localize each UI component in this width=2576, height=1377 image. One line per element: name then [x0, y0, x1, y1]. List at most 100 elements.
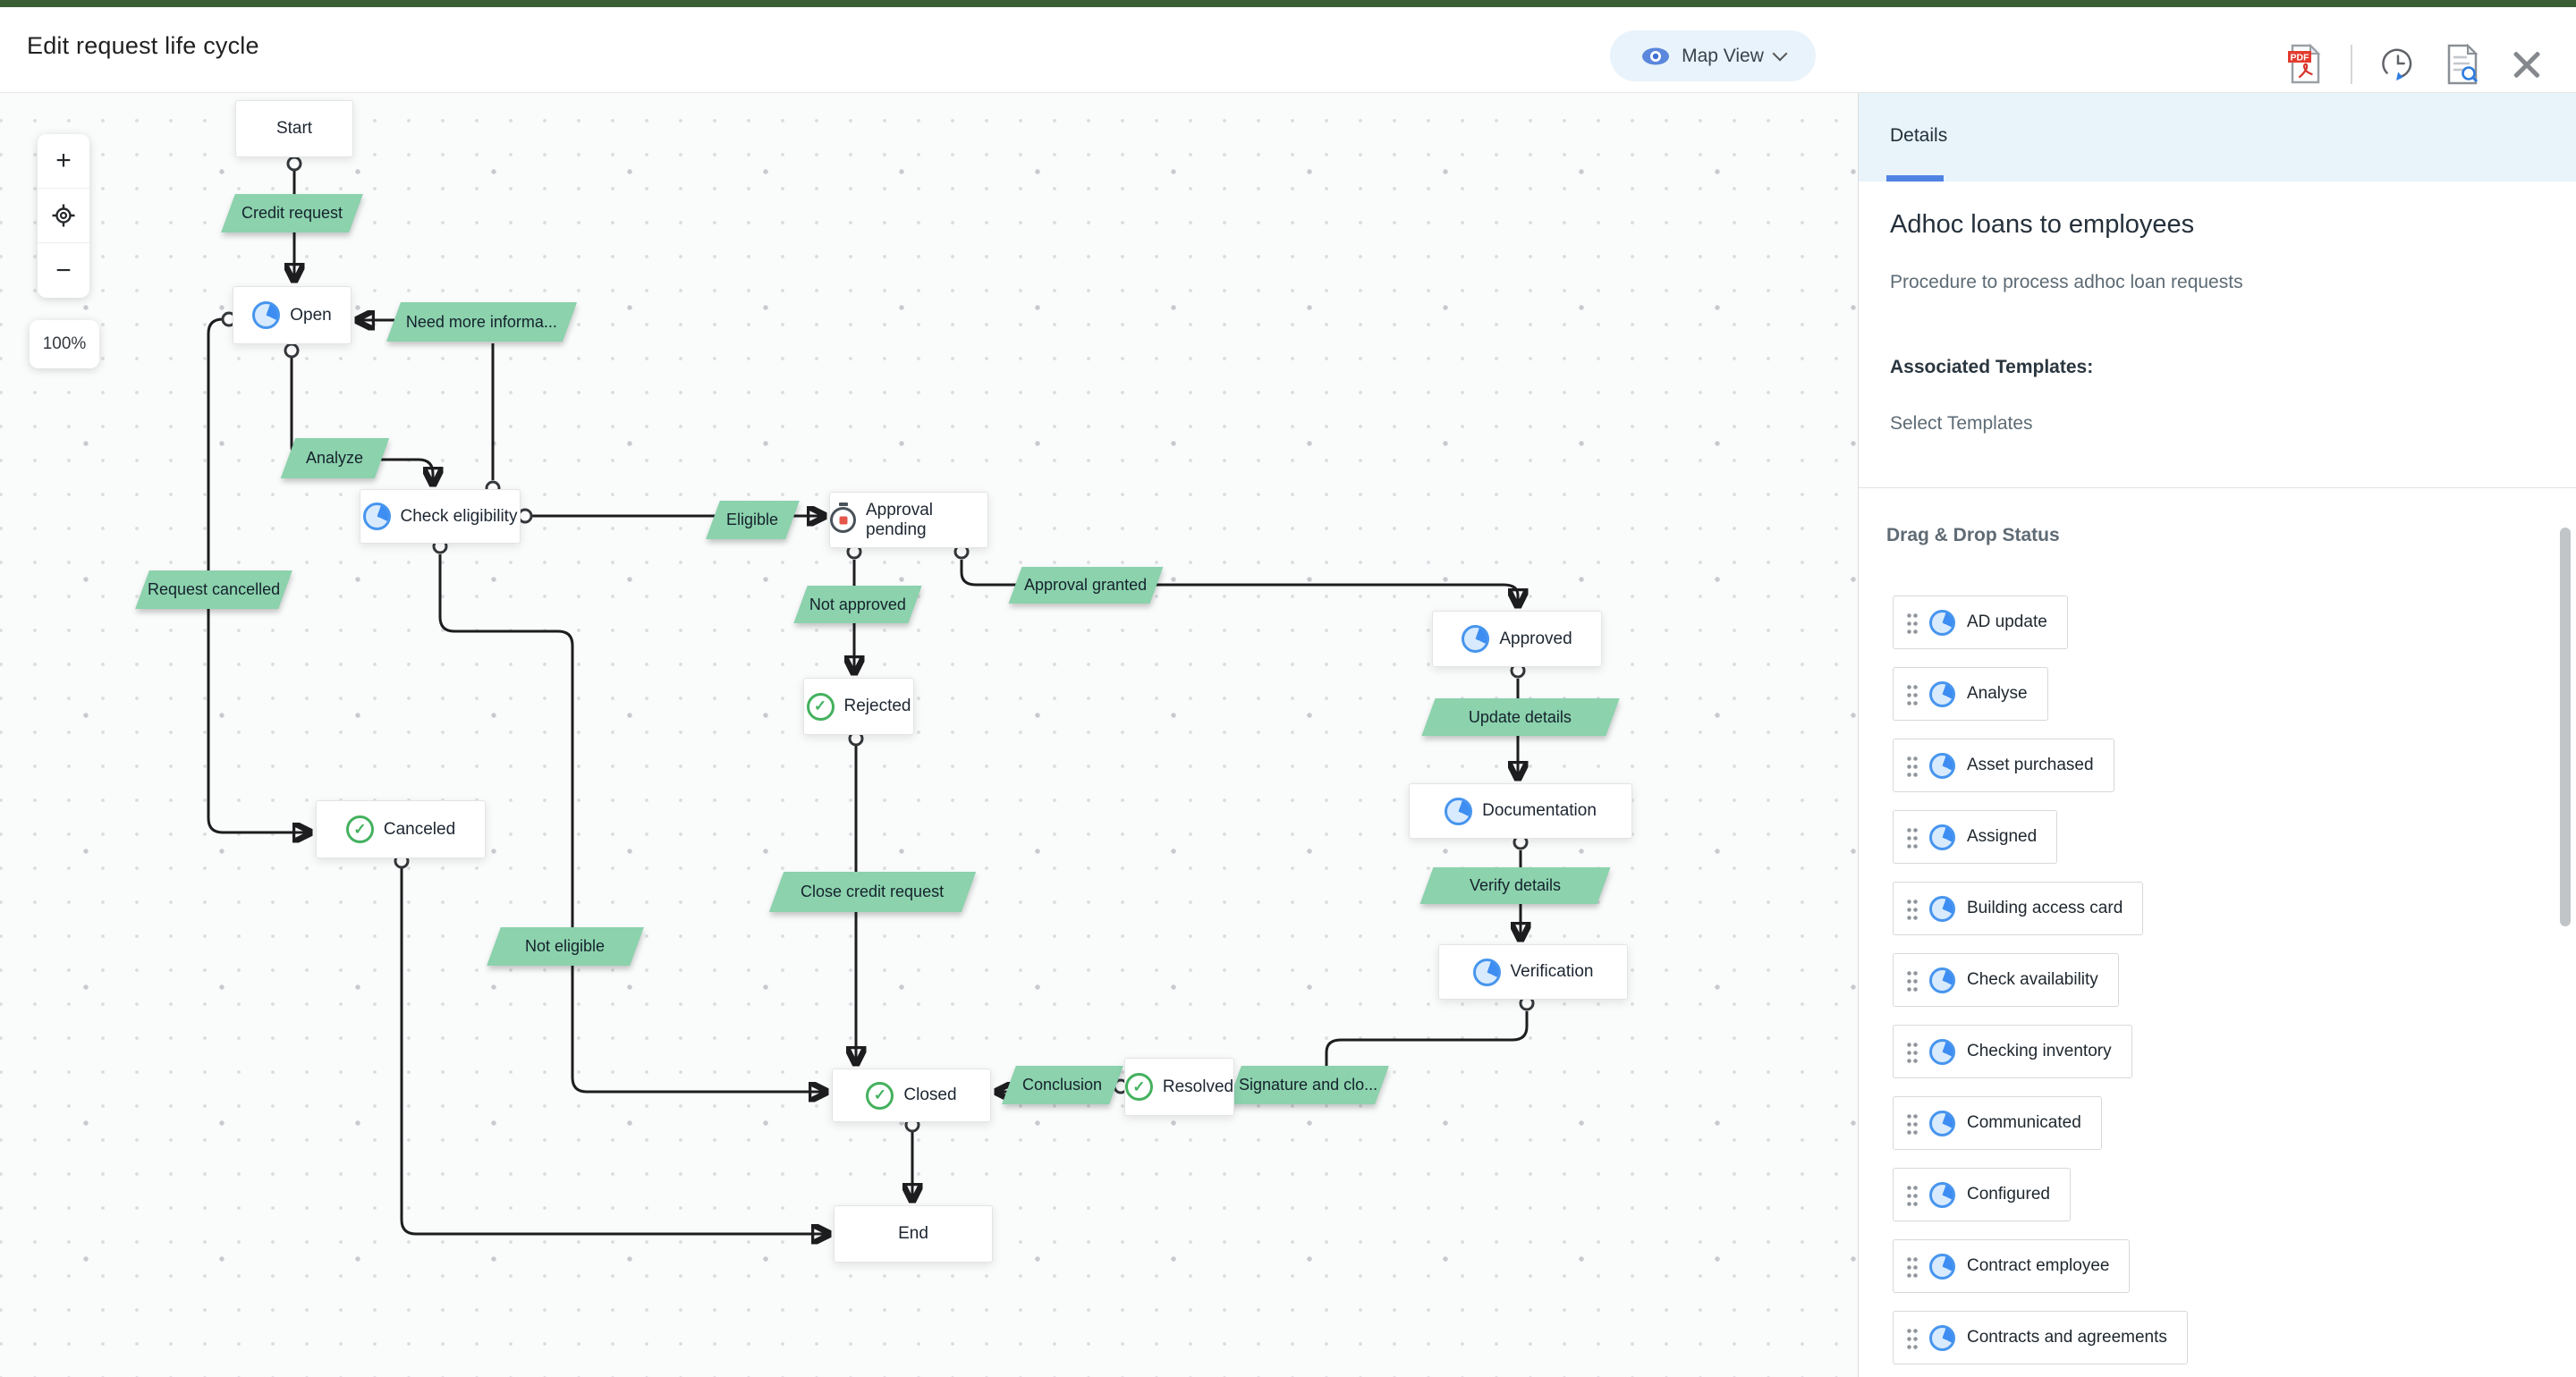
status-chip[interactable]: Building access card [1893, 882, 2144, 935]
transition-label[interactable]: Conclusion [1002, 1066, 1123, 1104]
status-chip[interactable]: Checking inventory [1893, 1025, 2132, 1078]
status-chip-label: Communicated [1967, 1113, 2081, 1132]
status-chip[interactable]: Contracts and agreements [1893, 1311, 2188, 1364]
drag-handle-icon[interactable] [1906, 1040, 1918, 1063]
transition-label[interactable]: Request cancelled [135, 570, 292, 609]
status-node-verification[interactable]: Verification [1438, 944, 1628, 1000]
drag-handle-icon[interactable] [1906, 1326, 1918, 1349]
status-chip[interactable]: Analyse [1893, 667, 2048, 721]
status-node-check-eligibility[interactable]: Check eligibility [360, 489, 521, 544]
in-progress-icon [362, 503, 391, 530]
node-label: Approved [1499, 629, 1572, 648]
transition-label[interactable]: Signature and clo... [1227, 1066, 1389, 1104]
transition-text: Verify details [1469, 876, 1562, 894]
status-node-resolved[interactable]: ✓Resolved [1124, 1058, 1234, 1116]
status-chip-label: AD update [1967, 612, 2047, 631]
transition-text: Conclusion [1022, 1076, 1103, 1094]
status-chip-label: Analyse [1967, 684, 2028, 703]
transition-label[interactable]: Close credit request [768, 872, 977, 912]
connector-port[interactable] [284, 342, 300, 359]
transition-label[interactable]: Not eligible [487, 927, 644, 966]
history-icon[interactable] [2379, 44, 2417, 85]
status-node-open[interactable]: Open [233, 286, 352, 344]
drag-handle-icon[interactable] [1906, 897, 1918, 920]
active-tab-indicator [1886, 175, 1944, 182]
in-progress-icon [1929, 680, 1955, 707]
status-chip[interactable]: Contract employee [1893, 1239, 2131, 1293]
transition-label[interactable]: Verify details [1419, 867, 1611, 904]
status-node-end[interactable]: End [834, 1205, 993, 1263]
transition-label[interactable]: Credit request [221, 194, 363, 232]
transition-text: Analyze [306, 449, 364, 467]
transition-label[interactable]: Eligible [706, 501, 800, 539]
transition-text: Need more informa... [405, 312, 558, 331]
completed-check-icon: ✓ [345, 815, 374, 843]
status-chip[interactable]: AD update [1893, 596, 2068, 649]
status-chip[interactable]: Check availability [1893, 953, 2119, 1007]
drag-handle-icon[interactable] [1906, 1111, 1918, 1135]
close-icon[interactable] [2508, 44, 2546, 85]
zoom-in-button[interactable]: + [38, 134, 89, 189]
view-switcher-button[interactable]: Map View [1610, 30, 1816, 81]
connector-port[interactable] [286, 156, 302, 172]
transition-label[interactable]: Need more informa... [386, 302, 578, 342]
drag-handle-icon[interactable] [1906, 825, 1918, 849]
in-progress-icon [1929, 1181, 1955, 1208]
transition-label[interactable]: Analyze [280, 438, 390, 478]
status-node-canceled[interactable]: ✓ Canceled [316, 800, 486, 858]
view-switcher-label: Map View [1682, 45, 1764, 66]
drag-handle-icon[interactable] [1906, 1183, 1918, 1206]
details-panel: Details Adhoc loans to employees Procedu… [1858, 93, 2576, 1377]
transition-text: Close credit request [801, 883, 945, 900]
target-icon [52, 204, 75, 227]
panel-divider [1859, 487, 2576, 488]
status-node-approved[interactable]: Approved [1432, 611, 1602, 667]
status-chip[interactable]: Communicated [1893, 1096, 2102, 1150]
fit-to-screen-button[interactable] [38, 189, 89, 243]
status-node-documentation[interactable]: Documentation [1409, 783, 1632, 839]
node-label: Approval pending [866, 500, 933, 539]
node-label: Canceled [383, 819, 456, 839]
status-node-approval-pending[interactable]: Approval pending [829, 492, 988, 548]
node-label: End [898, 1224, 928, 1243]
tab-details[interactable]: Details [1890, 125, 1948, 146]
node-label: Start [275, 119, 313, 138]
transition-text: Eligible [726, 511, 779, 528]
drag-handle-icon[interactable] [1906, 611, 1918, 634]
status-node-rejected[interactable]: ✓Rejected [803, 678, 914, 735]
status-chip-label: Assigned [1967, 827, 2038, 846]
in-progress-icon [1445, 797, 1473, 825]
status-chip[interactable]: Configured [1893, 1168, 2071, 1221]
zoom-out-button[interactable]: − [55, 255, 72, 285]
in-progress-icon [1929, 895, 1955, 922]
transition-text: Credit request [241, 204, 343, 222]
edge [438, 554, 826, 1092]
status-node-closed[interactable]: ✓Closed [832, 1069, 991, 1122]
panel-scrollbar[interactable] [2560, 528, 2571, 926]
drag-drop-status-heading: Drag & Drop Status [1886, 525, 2060, 545]
edge [960, 560, 1518, 605]
status-chip[interactable]: Assigned [1893, 810, 2058, 864]
export-pdf-icon[interactable]: PDF [2286, 43, 2324, 85]
edge [207, 317, 309, 832]
stopwatch-icon [830, 507, 856, 533]
page-title: Edit request life cycle [27, 32, 259, 59]
transition-label[interactable]: Not approved [793, 586, 922, 623]
panel-tabbar: Details [1859, 93, 2576, 182]
transition-label[interactable]: Update details [1421, 698, 1620, 736]
completed-check-icon: ✓ [806, 692, 835, 721]
drag-handle-icon[interactable] [1906, 682, 1918, 705]
lifecycle-title: Adhoc loans to employees [1890, 210, 2195, 239]
status-node-start[interactable]: Start [235, 100, 353, 157]
drag-handle-icon[interactable] [1906, 1255, 1918, 1278]
status-chip-label: Configured [1967, 1185, 2050, 1204]
status-chip[interactable]: Asset purchased [1893, 739, 2114, 792]
toolbar-divider [2351, 45, 2352, 84]
drag-handle-icon[interactable] [1906, 754, 1918, 777]
in-progress-icon [1929, 824, 1955, 850]
audit-log-icon[interactable] [2444, 43, 2481, 85]
drag-handle-icon[interactable] [1906, 968, 1918, 992]
transition-label[interactable]: Approval granted [1008, 567, 1164, 604]
select-templates-link[interactable]: Select Templates [1890, 413, 2033, 434]
